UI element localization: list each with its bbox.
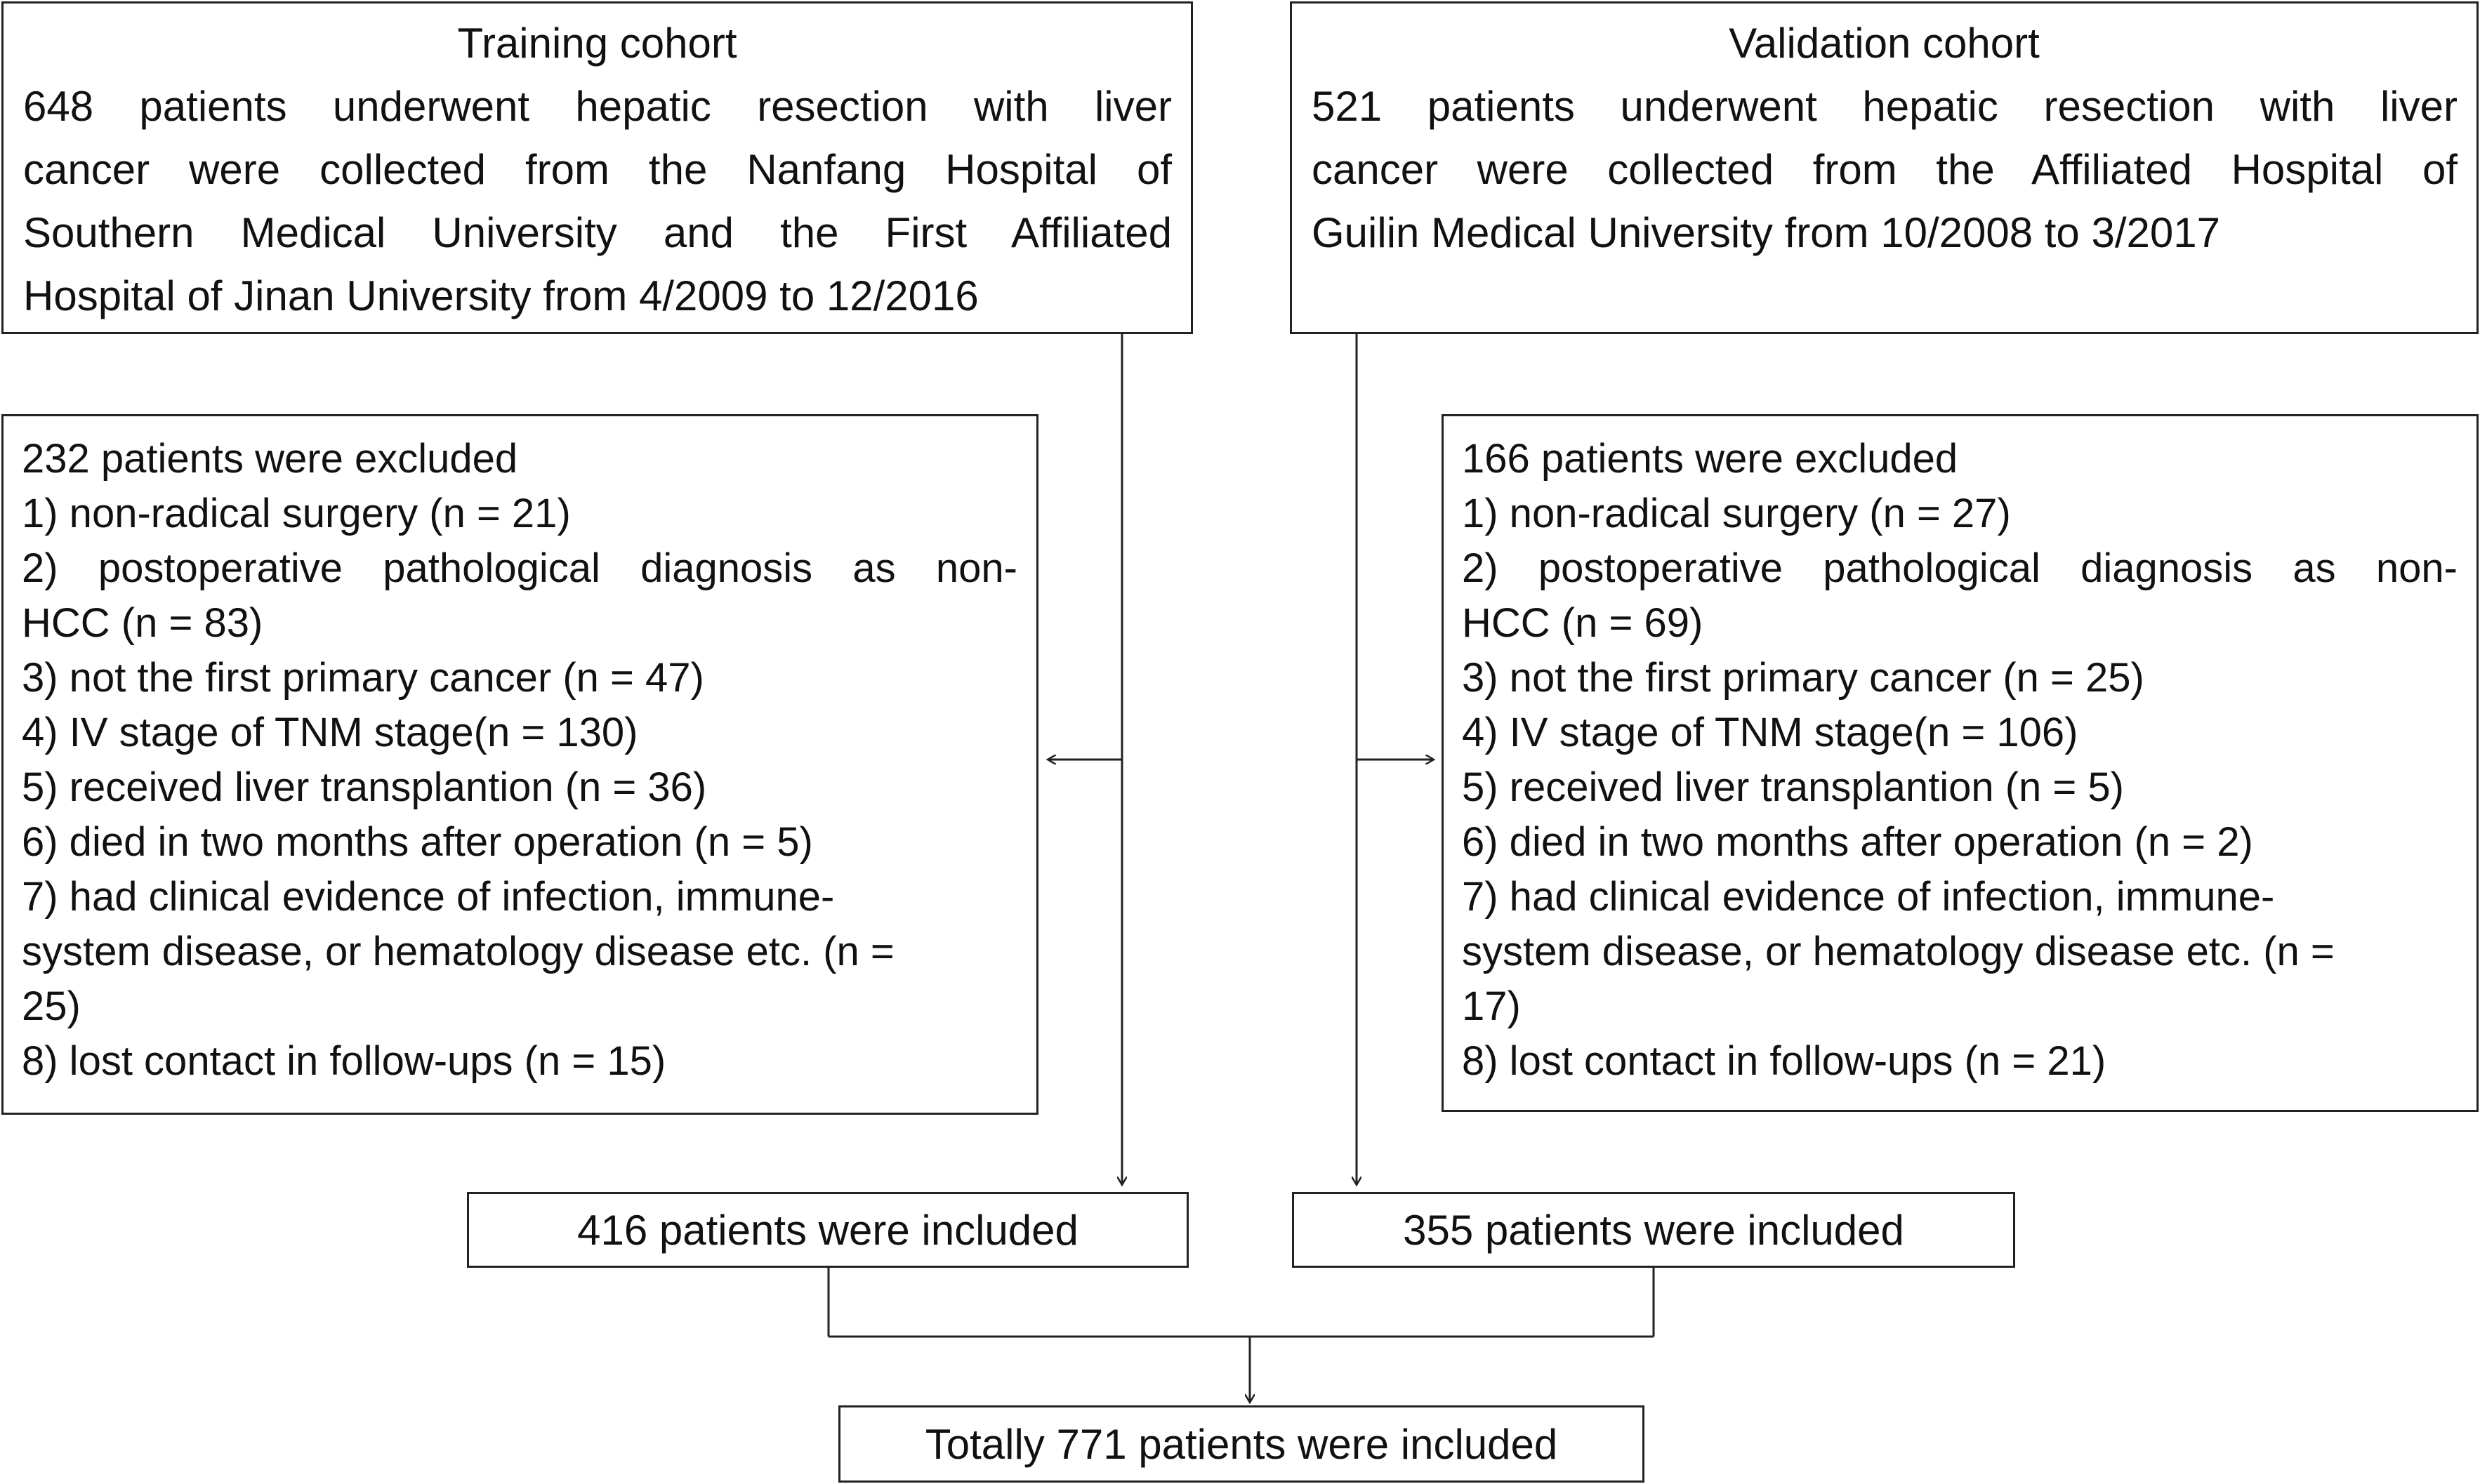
validation-included-box: 355 patients were included (1292, 1192, 2015, 1268)
training-cohort-title: Training cohort (457, 20, 737, 67)
training-excluded-item: 2) postoperative pathological diagnosis … (22, 545, 1017, 591)
validation-desc-line-1: 521 patients underwent hepatic resection… (1312, 83, 2458, 130)
validation-excluded-item: system disease, or hematology disease et… (1462, 929, 2335, 974)
validation-desc-line-2: cancer were collected from the Affiliate… (1312, 146, 2458, 193)
validation-excluded-item: 3) not the first primary cancer (n = 25) (1462, 655, 2144, 701)
training-excluded-item: 4) IV stage of TNM stage(n = 130) (22, 710, 638, 755)
training-desc-line-3: Southern Medical University and the Firs… (23, 209, 1172, 256)
training-excluded-heading: 232 patients were excluded (22, 436, 518, 482)
training-excluded-box: 232 patients were excluded 1) non-radica… (1, 414, 1038, 1115)
training-excluded-item: HCC (n = 83) (22, 600, 263, 646)
training-excluded-item: 5) received liver transplantion (n = 36) (22, 764, 707, 810)
validation-excluded-item: 2) postoperative pathological diagnosis … (1462, 545, 2458, 591)
validation-excluded-item: 7) had clinical evidence of infection, i… (1462, 874, 2275, 920)
validation-excluded-item: 17) (1462, 983, 1521, 1029)
validation-excluded-item: 1) non-radical surgery (n = 27) (1462, 491, 2011, 536)
validation-excluded-item: 4) IV stage of TNM stage(n = 106) (1462, 710, 2078, 755)
training-desc-line-1: 648 patients underwent hepatic resection… (23, 83, 1172, 130)
validation-cohort-title: Validation cohort (1729, 20, 2040, 67)
validation-excluded-box: 166 patients were excluded 1) non-radica… (1442, 414, 2479, 1112)
training-excluded-item: 7) had clinical evidence of infection, i… (22, 874, 835, 920)
training-included-box: 416 patients were included (467, 1192, 1189, 1268)
total-included-box: Totally 771 patients were included (838, 1405, 1644, 1483)
validation-excluded-heading: 166 patients were excluded (1462, 436, 1958, 482)
validation-excluded-item: HCC (n = 69) (1462, 600, 1703, 646)
training-excluded-item: 6) died in two months after operation (n… (22, 819, 813, 865)
validation-included-label: 355 patients were included (1403, 1207, 1904, 1254)
training-included-label: 416 patients were included (577, 1207, 1079, 1254)
validation-cohort-box: Validation cohort 521 patients underwent… (1290, 1, 2479, 334)
validation-excluded-item: 6) died in two months after operation (n… (1462, 819, 2253, 865)
training-cohort-box: Training cohort 648 patients underwent h… (1, 1, 1193, 334)
training-desc-line-4: Hospital of Jinan University from 4/2009… (23, 272, 979, 319)
training-excluded-item: 25) (22, 983, 81, 1029)
training-desc-line-2: cancer were collected from the Nanfang H… (23, 146, 1172, 193)
training-excluded-item: 8) lost contact in follow-ups (n = 15) (22, 1038, 666, 1084)
validation-excluded-item: 8) lost contact in follow-ups (n = 21) (1462, 1038, 2106, 1084)
validation-excluded-item: 5) received liver transplantion (n = 5) (1462, 764, 2124, 810)
total-included-label: Totally 771 patients were included (925, 1421, 1558, 1468)
validation-desc-line-3: Guilin Medical University from 10/2008 t… (1312, 209, 2220, 256)
training-excluded-item: system disease, or hematology disease et… (22, 929, 895, 974)
training-excluded-item: 3) not the first primary cancer (n = 47) (22, 655, 704, 701)
training-excluded-item: 1) non-radical surgery (n = 21) (22, 491, 571, 536)
